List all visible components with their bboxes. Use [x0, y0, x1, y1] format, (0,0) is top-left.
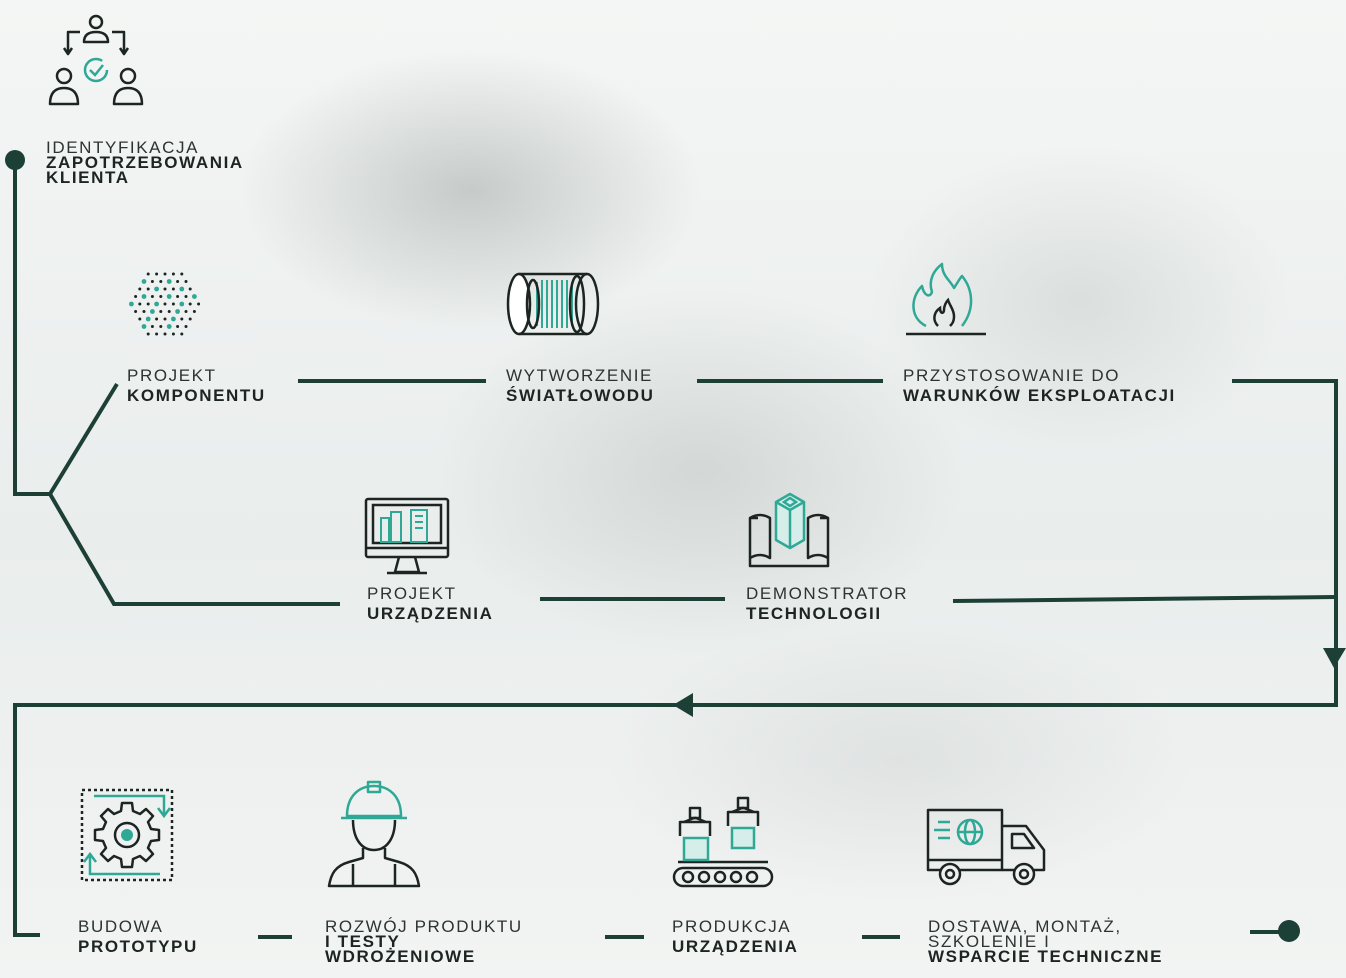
connector-przystosowanie-right [1232, 379, 1338, 700]
step-budowa: BUDOWA PROTOTYPU [78, 917, 198, 957]
step-projekt-urzadzenia-line2: URZĄDZENIA [367, 604, 494, 623]
team-check-icon [48, 14, 144, 106]
step-wytworzenie-line2: ŚWIATŁOWODU [506, 386, 655, 405]
step-demonstrator-line2: TECHNOLOGII [746, 604, 882, 623]
step-projekt-komponentu-line2: KOMPONENTU [127, 386, 266, 405]
step-identyfikacja-line3: KLIENTA [46, 168, 130, 187]
assembly-line-icon [672, 796, 774, 888]
3d-model-icon [748, 492, 830, 568]
gear-cycle-icon [80, 788, 174, 882]
delivery-truck-icon [926, 808, 1046, 886]
step-produkcja-line2: URZĄDZENIA [672, 937, 799, 956]
step-identyfikacja-line1: IDENTYFIKACJA [46, 138, 200, 157]
step-budowa-line2: PROTOTYPU [78, 937, 198, 956]
return-line [13, 700, 1338, 937]
step-rozwoj-line1: ROZWÓJ PRODUKTU [325, 917, 523, 936]
connector-demonstrator-right [952, 595, 1337, 603]
step-demonstrator: DEMONSTRATOR TECHNOLOGII [746, 584, 908, 624]
arrow-down-icon [1323, 648, 1346, 668]
step-identyfikacja-line2: ZAPOTRZEBOWANIA [46, 153, 244, 172]
step-dostawa-line2: SZKOLENIE I [928, 932, 1051, 951]
fiber-spool-icon [506, 272, 600, 336]
start-dot [5, 150, 25, 170]
step-rozwoj-line3: WDROŻENIOWE [325, 947, 476, 966]
branch-lower-line [48, 492, 340, 606]
step-wytworzenie-line1: WYTWORZENIE [506, 366, 653, 385]
step-wytworzenie: WYTWORZENIE ŚWIATŁOWODU [506, 366, 655, 406]
step-dostawa: DOSTAWA, MONTAŻ, SZKOLENIE I WSPARCIE TE… [928, 917, 1164, 966]
arrow-left-icon [673, 693, 693, 717]
start-trunk-line [13, 160, 50, 496]
step-dostawa-line1: DOSTAWA, MONTAŻ, [928, 917, 1122, 936]
branch-upper-line [48, 382, 119, 496]
step-demonstrator-line1: DEMONSTRATOR [746, 584, 909, 603]
step-projekt-urzadzenia-line1: PROJEKT [367, 584, 457, 603]
step-rozwoj-line2: I TESTY [325, 932, 401, 951]
step-identyfikacja: IDENTYFIKACJA ZAPOTRZEBOWANIA KLIENTA [46, 138, 244, 187]
step-przystosowanie-line1: PRZYSTOSOWANIE DO [903, 366, 1121, 385]
step-produkcja: PRODUKCJA URZĄDZENIA [672, 917, 799, 957]
molecule-network-icon [129, 272, 201, 336]
end-dot [1278, 920, 1300, 942]
step-rozwoj: ROZWÓJ PRODUKTU I TESTY WDROŻENIOWE [325, 917, 523, 966]
step-przystosowanie-line2: WARUNKÓW EKSPLOATACJI [903, 386, 1176, 405]
fire-icon [906, 262, 986, 336]
step-produkcja-line1: PRODUKCJA [672, 917, 792, 936]
step-budowa-line1: BUDOWA [78, 917, 164, 936]
step-dostawa-line3: WSPARCIE TECHNICZNE [928, 947, 1164, 966]
step-przystosowanie: PRZYSTOSOWANIE DO WARUNKÓW EKSPLOATACJI [903, 366, 1176, 406]
monitor-blueprint-icon [364, 497, 450, 575]
engineer-helmet-icon [327, 780, 421, 888]
step-projekt-komponentu: PROJEKT KOMPONENTU [127, 366, 266, 406]
step-projekt-komponentu-line1: PROJEKT [127, 366, 217, 385]
step-projekt-urzadzenia: PROJEKT URZĄDZENIA [367, 584, 494, 624]
